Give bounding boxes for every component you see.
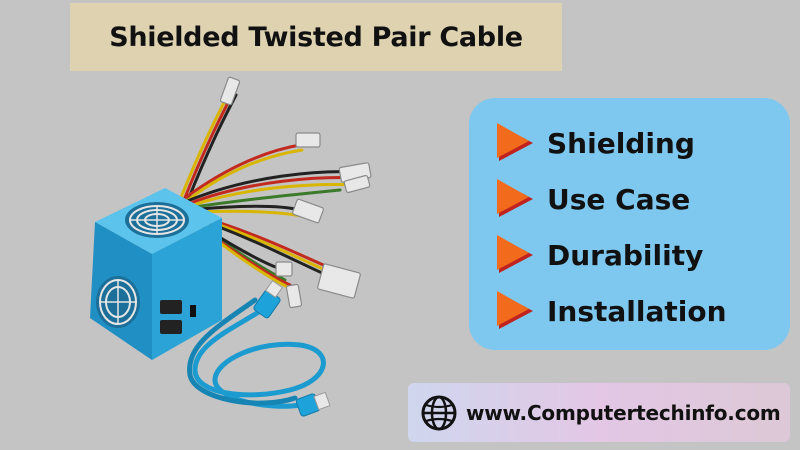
website-url[interactable]: www.Computertechinfo.com (466, 400, 781, 425)
feature-label: Durability (547, 238, 704, 272)
power-supply-box (90, 188, 222, 360)
website-banner[interactable]: www.Computertechinfo.com (408, 383, 790, 442)
feature-label: Installation (547, 294, 727, 328)
feature-item-durability: Durability (493, 227, 790, 283)
feature-label: Shielding (547, 126, 695, 160)
feature-item-shielding: Shielding (493, 115, 790, 171)
play-arrow-icon (497, 179, 533, 217)
title-banner: Shielded Twisted Pair Cable (70, 3, 562, 71)
feature-item-installation: Installation (493, 283, 790, 339)
play-arrow-icon (497, 235, 533, 273)
play-arrow-icon (497, 291, 533, 329)
feature-item-use-case: Use Case (493, 171, 790, 227)
play-arrow-icon (497, 123, 533, 161)
ethernet-cable (187, 297, 326, 409)
page-title: Shielded Twisted Pair Cable (109, 21, 523, 53)
feature-label: Use Case (547, 182, 691, 216)
features-panel: Shielding Use Case Durability Installati… (469, 98, 790, 350)
power-supply-cable-illustration (90, 76, 372, 417)
globe-icon (421, 395, 457, 430)
